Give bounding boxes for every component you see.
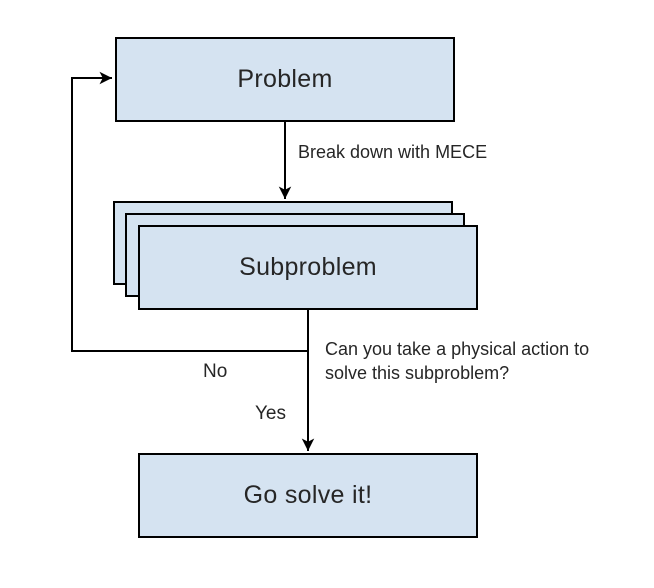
edge-label-question-line1: Can you take a physical action to [325, 339, 590, 359]
edge-label-break-down-with-mece: Break down with MECE [298, 142, 488, 162]
node-problem: Problem [115, 37, 455, 122]
edge-label-no: No [203, 361, 228, 382]
edge-label-yes: Yes [255, 403, 286, 424]
node-subproblem: Subproblem [138, 225, 478, 310]
node-problem-label: Problem [237, 65, 333, 93]
edge-label-question-line2: solve this subproblem? [325, 363, 510, 383]
node-go-solve-it: Go solve it! [138, 453, 478, 538]
node-go-solve-it-label: Go solve it! [243, 481, 373, 509]
edge-label-question: Can you take a physical action to solve … [325, 337, 589, 385]
node-subproblem-label: Subproblem [239, 253, 377, 281]
